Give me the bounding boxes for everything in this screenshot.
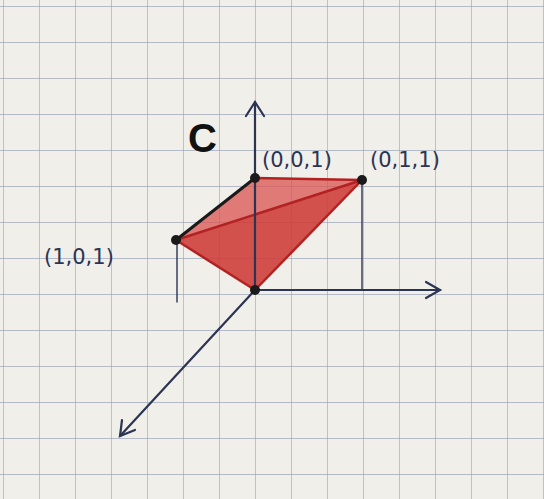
point-label: (1,0,1) — [44, 247, 114, 268]
figure-letter: C — [188, 118, 217, 158]
point-label: (0,0,1) — [262, 150, 332, 171]
coordinate-axes — [120, 102, 440, 436]
red-region — [176, 178, 362, 290]
point-label: (0,1,1) — [370, 150, 440, 171]
vertex-dots — [171, 173, 367, 295]
